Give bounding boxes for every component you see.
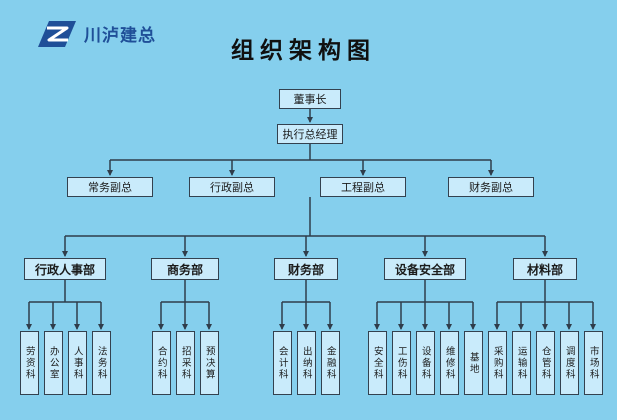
node-department: 材料部 [513, 258, 577, 280]
node-unit: 出纳科 [296, 331, 316, 395]
node-unit: 办公室 [43, 331, 63, 395]
page-title: 组织架构图 [231, 38, 376, 64]
node-unit: 金融科 [320, 331, 340, 395]
node-unit: 合约科 [151, 331, 171, 395]
node-unit: 运输科 [511, 331, 531, 395]
node-unit: 招采科 [175, 331, 195, 395]
company-logo-icon [38, 21, 76, 47]
node-unit: 基地 [463, 331, 483, 395]
node-deputy: 工程副总 [320, 177, 406, 197]
node-deputy: 财务副总 [448, 177, 534, 197]
node-unit: 调度科 [559, 331, 579, 395]
node-unit: 采购科 [487, 331, 507, 395]
node-unit: 人事科 [67, 331, 87, 395]
node-unit: 法务科 [91, 331, 111, 395]
node-deputy: 行政副总 [189, 177, 275, 197]
node-unit: 市场科 [583, 331, 603, 395]
node-department: 商务部 [151, 258, 219, 280]
node-deputy: 常务副总 [67, 177, 153, 197]
node-unit: 维修科 [439, 331, 459, 395]
node-department: 行政人事部 [24, 258, 106, 280]
node-unit: 仓管科 [535, 331, 555, 395]
node-chairman: 董事长 [279, 89, 341, 109]
node-unit: 预决算 [199, 331, 219, 395]
node-executive-gm: 执行总经理 [277, 124, 343, 144]
node-unit: 劳资科 [19, 331, 39, 395]
node-unit: 会计科 [272, 331, 292, 395]
node-department: 设备安全部 [384, 258, 466, 280]
node-unit: 工伤科 [391, 331, 411, 395]
node-unit: 设备科 [415, 331, 435, 395]
node-department: 财务部 [274, 258, 338, 280]
company-name: 川泸建总 [84, 26, 156, 46]
node-unit: 安全科 [367, 331, 387, 395]
